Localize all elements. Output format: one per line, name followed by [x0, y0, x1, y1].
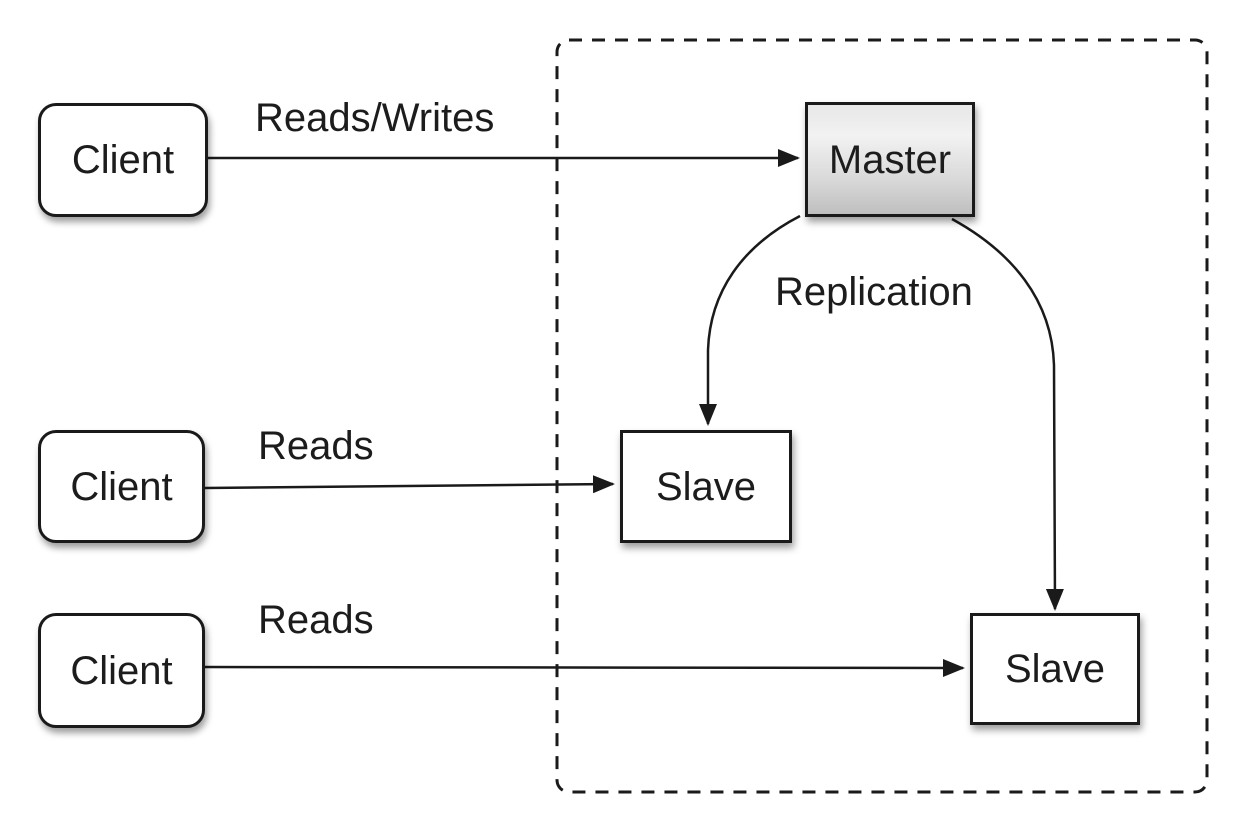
edge-label-replication: Replication: [775, 270, 973, 314]
edge-master-to-slave2: [951, 217, 1064, 611]
node-slave-1-label: Slave: [655, 464, 757, 509]
edge-client2-to-slave1: [204, 475, 615, 494]
edge-label-reads-client2: Reads: [258, 424, 374, 468]
node-client-1: Client: [38, 103, 208, 217]
replication-cluster-boundary: [555, 38, 1209, 794]
node-slave-2: Slave: [970, 613, 1140, 725]
node-client-1-label: Client: [71, 138, 175, 182]
node-client-3-label: Client: [70, 648, 173, 693]
edge-label-reads-writes: Reads/Writes: [255, 96, 495, 140]
node-client-3: Client: [38, 613, 205, 728]
node-client-2: Client: [38, 430, 205, 543]
node-slave-2-label: Slave: [1004, 647, 1106, 691]
node-master-label: Master: [828, 137, 952, 182]
node-master: Master: [805, 102, 975, 217]
node-client-2-label: Client: [70, 464, 173, 509]
edge-label-reads-client3: Reads: [258, 598, 374, 642]
edge-master-to-slave1: [699, 214, 801, 426]
node-slave-1: Slave: [620, 430, 792, 543]
edge-client3-to-slave2: [204, 658, 965, 677]
